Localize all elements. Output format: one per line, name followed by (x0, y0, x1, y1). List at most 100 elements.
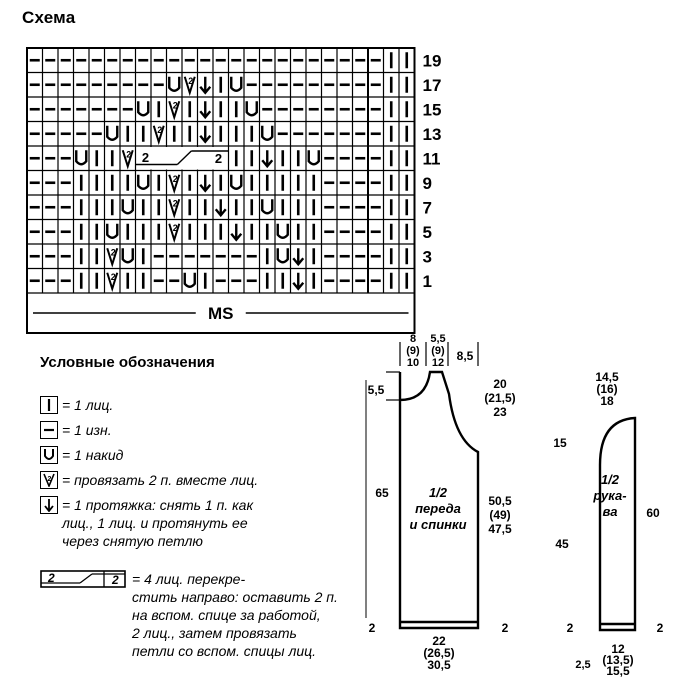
k2tog-digit: 2 (173, 198, 178, 208)
sleeve-rib-dim-left: 2 (567, 621, 574, 635)
legend-text: = 1 лиц. (62, 396, 113, 414)
skp-icon (40, 496, 58, 514)
row-number: 9 (423, 174, 432, 193)
k2tog-digit: 2 (173, 223, 178, 233)
skp-arrow (199, 110, 212, 120)
cable-digit-right: 2 (215, 151, 222, 166)
legend-line: = 1 изн. (62, 422, 112, 438)
body-top-dim-a: (9) (406, 345, 420, 357)
k2tog-symbol (168, 174, 181, 195)
yarn-over-icon (40, 446, 58, 464)
legend-item: = 1 накид (40, 446, 123, 464)
body-top-dim-a: 8 (410, 333, 416, 345)
body-armhole-dim: (21,5) (484, 391, 515, 405)
skp-arrow (292, 257, 305, 267)
row-number: 1 (423, 272, 432, 291)
yarn-over-symbol (183, 272, 196, 288)
k2tog-symbol (168, 223, 181, 244)
body-top-dim-a: 10 (407, 357, 419, 369)
row-number: 13 (423, 125, 442, 144)
body-side-dim: (49) (489, 508, 510, 522)
body-neck-depth: 5,5 (368, 383, 385, 397)
legend-line: 2 лиц., затем провязать (132, 625, 297, 641)
skp-arrow (230, 232, 243, 242)
skp-arrow (292, 281, 305, 291)
k2tog-digit: 2 (111, 247, 116, 257)
body-label: 1/2 (429, 485, 448, 500)
ms-label: MS (208, 304, 234, 323)
k2tog-symbol (152, 125, 165, 146)
yarn-over-symbol (261, 125, 274, 141)
sleeve-label: 1/2 (601, 472, 620, 487)
cable-digit: 2 (47, 571, 55, 585)
svg-text:2: 2 (48, 476, 52, 483)
sleeve-label: рука- (592, 488, 626, 503)
k2tog-symbol (121, 149, 134, 170)
row-number: 19 (423, 51, 442, 70)
knit-icon (40, 396, 58, 414)
legend-heading: Условные обозначения (40, 354, 215, 371)
body-armhole-dim: 20 (493, 377, 507, 391)
yarn-over-symbol (121, 199, 134, 215)
skp-arrow (214, 208, 227, 218)
legend-line: = провязать 2 п. вместе лиц. (62, 472, 259, 488)
row-number: 7 (423, 198, 432, 217)
body-width-dim: 22 (432, 634, 446, 648)
body-label: и спинки (409, 517, 466, 532)
sleeve-top-dim: (16) (596, 382, 617, 396)
skp-arrow (199, 183, 212, 193)
k2tog-digit: 2 (157, 125, 162, 135)
row-number: 15 (423, 100, 442, 119)
legend-line: = 4 лиц. перекре- (132, 571, 246, 587)
sleeve-cuff-dim: 2,5 (575, 659, 590, 671)
yarn-over-symbol (261, 199, 274, 215)
legend-text: = 1 изн. (62, 421, 112, 439)
yarn-over-symbol (137, 101, 150, 117)
legend-text: = 1 накид (62, 446, 123, 464)
k2tog-symbol (106, 272, 119, 293)
body-height-dim: 65 (375, 486, 389, 500)
sleeve-width-dim: (13,5) (602, 653, 633, 667)
yarn-over-symbol (137, 174, 150, 190)
k2tog-digit: 2 (126, 149, 131, 159)
legend-line: = 1 лиц. (62, 397, 114, 413)
legend-item: = 1 протяжка: снять 1 п. как лиц., 1 лиц.… (40, 496, 253, 550)
row-number: 5 (423, 223, 432, 242)
legend-line: = 1 накид (62, 447, 124, 463)
skp-arrow (199, 85, 212, 95)
yarn-over-symbol (106, 223, 119, 239)
scheme-title: Схема (22, 8, 76, 27)
body-top-dim-c: 8,5 (457, 349, 474, 363)
legend-line: петли со вспом. спицы лиц. (132, 643, 317, 659)
body-top-dim-b: 12 (432, 357, 444, 369)
row-number: 3 (423, 247, 432, 266)
sleeve-label: ва (603, 504, 618, 519)
sleeve-cap-dim: 15 (553, 436, 567, 450)
legend-line: = 1 протяжка: снять 1 п. как (62, 497, 254, 513)
cable-digit: 2 (111, 573, 119, 587)
k2tog-digit: 2 (188, 76, 193, 86)
sleeve-width-dim: 12 (611, 642, 625, 656)
k2tog-icon: 2 (40, 471, 58, 489)
sleeve-outline (598, 416, 637, 632)
yarn-over-symbol (230, 174, 243, 190)
cable-digit-left: 2 (142, 150, 149, 165)
k2tog-symbol (168, 100, 181, 121)
skp-arrow (199, 134, 212, 144)
k2tog-symbol (168, 198, 181, 219)
legend-item: = 1 изн. (40, 421, 112, 439)
legend-item: 2 = провязать 2 п. вместе лиц. (40, 471, 258, 489)
body-outline (398, 370, 480, 630)
purl-icon (40, 421, 58, 439)
sleeve-top-dim: 18 (600, 394, 614, 408)
body-top-dim-b: (9) (431, 345, 445, 357)
legend-text: = 4 лиц. перекре-стить направо: оставить… (132, 570, 338, 660)
k2tog-digit: 2 (111, 272, 116, 282)
body-side-dim: 50,5 (488, 494, 512, 508)
body-top-dim-b: 5,5 (430, 333, 445, 345)
legend-line: лиц., 1 лиц. и протянуть ее (62, 515, 248, 531)
body-label: переда (415, 501, 461, 516)
legend-text: = 1 протяжка: снять 1 п. как лиц., 1 лиц.… (62, 496, 253, 550)
